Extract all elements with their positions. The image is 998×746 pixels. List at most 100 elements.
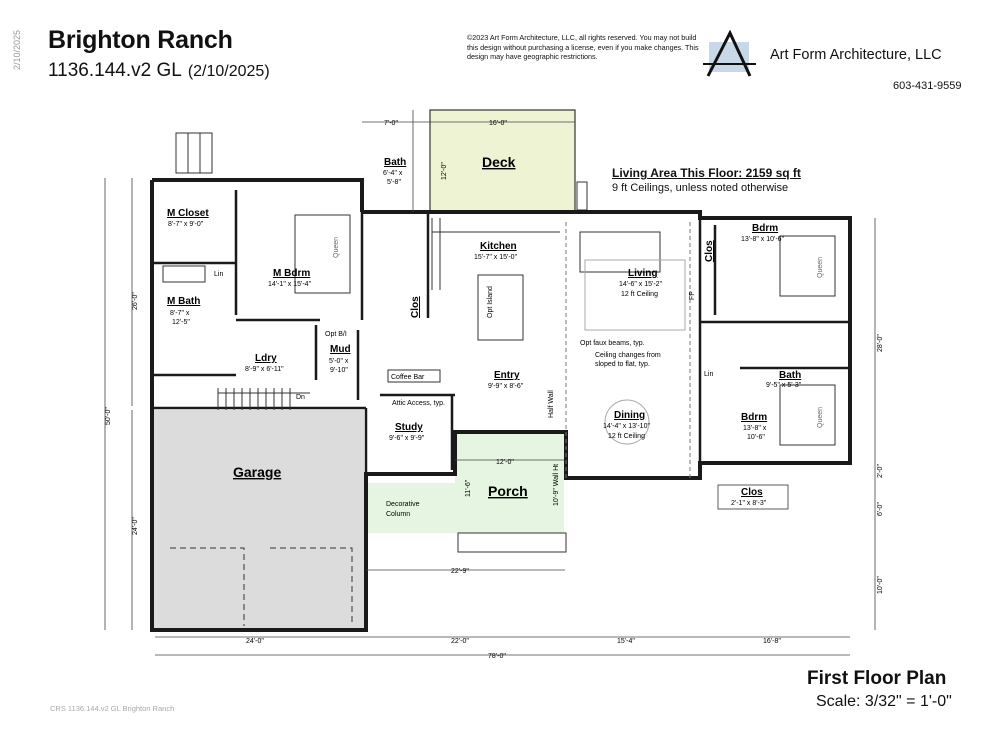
dim-top-7: 7'-0" (384, 120, 398, 127)
label-fp: FP (689, 291, 696, 300)
living-rug (584, 259, 686, 331)
room-ldry-dims: 8'-9" x 6'-11" (245, 366, 284, 373)
room-m-bath-label: M Bath (167, 296, 200, 307)
dim-left-26: 26'-0" (132, 292, 139, 310)
label-ceiling-changes-2: sloped to flat, typ. (595, 361, 650, 368)
dim-bot-24: 24'-0" (246, 638, 264, 645)
label-lin-right: Lin (704, 371, 713, 378)
room-bath-right-dims: 9'-5" x 5'-3" (766, 382, 802, 389)
dim-bot-15-4: 15'-4" (617, 638, 635, 645)
coffee-bar (387, 369, 441, 383)
room-m-closet-dims: 8'-7" x 9'-0" (168, 221, 204, 228)
label-half-wall: Half Wall (548, 390, 555, 418)
room-bdrm-top-label: Bdrm (752, 223, 778, 234)
kitchen-counter (431, 218, 560, 290)
room-m-bath-dims2: 12'-5" (172, 319, 190, 326)
dim-porch-11-6: 11'-6" (465, 479, 472, 497)
room-study-label: Study (395, 422, 423, 433)
bdrm-top-bed (779, 235, 836, 297)
exterior-wall-north-left (152, 178, 364, 212)
deck-steps (576, 181, 588, 211)
label-ceiling-changes-1: Ceiling changes from (595, 352, 661, 359)
room-bath-top-dims: 6'-4" x (383, 170, 403, 177)
room-kitchen-label: Kitchen (480, 241, 517, 252)
m-bdrm-bed (294, 214, 351, 294)
label-lin-mbath: Lin (214, 271, 223, 278)
label-clos-mid: Clos (410, 296, 421, 318)
room-m-bath-dims: 8'-7" x (170, 310, 190, 317)
dim-porch-12: 12'-0" (496, 459, 514, 466)
room-garage-label: Garage (233, 464, 281, 480)
dim-deck-12: 12'-0" (441, 162, 448, 180)
label-opt-bi: Opt B/I (325, 331, 347, 338)
dim-right-6: 6'-0" (877, 502, 884, 516)
room-entry-dims: 9'-9" x 8'-6" (488, 383, 524, 390)
exterior-wall-west (150, 180, 368, 632)
room-ldry-label: Ldry (255, 353, 277, 364)
room-m-bdrm-dims: 14'-1" x 15'-4" (268, 281, 312, 288)
deck-area (429, 109, 576, 213)
plan-code: 1136.144.v2 GL (2/10/2025) (48, 60, 270, 82)
label-clos-right: Clos (704, 240, 715, 262)
label-decorative-1: Decorative (386, 501, 420, 508)
floor-plan-scale: Scale: 3/32" = 1'-0" (816, 693, 952, 710)
label-decorative-2: Column (386, 511, 410, 518)
dim-bot-78: 78'-0" (488, 653, 506, 660)
dim-left-24: 24'-0" (132, 517, 139, 535)
room-study-dims: 9'-6" x 9'-9" (389, 435, 425, 442)
porch-area (366, 483, 564, 533)
porch-steps (457, 532, 567, 553)
mbath-tub (162, 265, 206, 283)
room-bath-top-dims2: 5'-8" (387, 179, 401, 186)
room-bdrm-bottom-dims: 13'-8" x (743, 425, 767, 432)
room-dining-dims: 14'-4" x 13'-10" (603, 423, 650, 430)
floor-plan-title: First Floor Plan (807, 668, 947, 689)
room-mud-dims2: 9'-10" (330, 367, 348, 374)
label-half-wall-ht: 10'-9" Wall Ht (553, 464, 560, 506)
room-entry-label: Entry (494, 370, 520, 381)
room-mud-label: Mud (330, 344, 351, 355)
garage-doors (170, 547, 353, 626)
label-attic: Attic Access, typ. (392, 400, 445, 407)
plan-date: (2/10/2025) (187, 63, 270, 80)
room-bath-right-label: Bath (779, 370, 801, 381)
plan-title: Brighton Ranch (48, 26, 233, 54)
label-dn: Dn (296, 394, 305, 401)
dining-table (604, 399, 650, 445)
copyright-notice: ©2023 Art Form Architecture, LLC, all ri… (467, 33, 699, 61)
room-m-bdrm-label: M Bdrm (273, 268, 310, 279)
dim-left-50: 50'-0" (105, 407, 112, 425)
room-dining-label: Dining (614, 410, 645, 421)
dim-bot-16-8: 16'-8" (763, 638, 781, 645)
ceiling-note: 9 ft Ceilings, unless noted otherwise (612, 182, 789, 194)
company-name: Art Form Architecture, LLC (770, 47, 942, 63)
room-bdrm-bottom-label: Bdrm (741, 412, 767, 423)
room-kitchen-dims: 15'-7" x 15'-0" (474, 254, 518, 261)
label-faux-beams: Opt faux beams, typ. (580, 340, 645, 347)
dim-right-2: 2'-0" (877, 464, 884, 478)
room-living-label: Living (628, 268, 657, 279)
porch-area-upper (455, 432, 564, 483)
room-m-closet-label: M Closet (167, 208, 209, 219)
garage-area (154, 410, 364, 628)
label-queen-mbdrm: Queen (333, 237, 340, 258)
ceiling-beams (565, 222, 691, 478)
plan-code-text: 1136.144.v2 GL (48, 60, 182, 81)
label-queen-bdrm-bottom: Queen (817, 407, 824, 428)
room-deck-label: Deck (482, 154, 516, 170)
stairs (217, 388, 310, 410)
room-porch-label: Porch (488, 483, 528, 499)
dim-bot-22: 22'-0" (451, 638, 469, 645)
room-mud-dims: 5'-0" x (329, 358, 349, 365)
dim-porch-22-9: 22'-9" (451, 568, 469, 575)
label-coffee-bar: Coffee Bar (391, 374, 425, 381)
room-bdrm-top-dims: 13'-8" x 10'-6" (741, 236, 785, 243)
chimney (175, 132, 213, 174)
kitchen-island (477, 274, 524, 341)
bdrm-bottom-bed (779, 384, 836, 446)
room-dining-ceiling: 12 ft Ceiling (608, 433, 645, 440)
dim-right-10: 10'-0" (877, 576, 884, 594)
label-queen-bdrm-top: Queen (817, 257, 824, 278)
room-living-ceiling: 12 ft Ceiling (621, 291, 658, 298)
